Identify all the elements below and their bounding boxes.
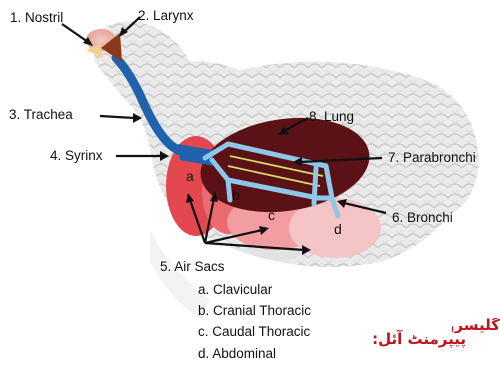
label-nostril: 1. Nostril: [10, 11, 63, 25]
urdu-text-left: پیپرمنٹ آئل:: [378, 332, 466, 347]
sac-letter-a: a: [186, 169, 194, 183]
label-trachea: 3. Trachea: [9, 108, 73, 122]
sac-letter-c: c: [268, 208, 275, 222]
key-clavicular: a. Clavicular: [198, 283, 272, 297]
label-syrinx: 4. Syrinx: [50, 149, 103, 163]
urdu-text-right: گلیسرو: [452, 318, 500, 333]
sac-letter-b: b: [232, 188, 240, 202]
label-parabronchi: 7. Parabronchi: [388, 151, 476, 165]
key-abdominal: d. Abdominal: [198, 347, 276, 361]
label-bronchi: 6. Bronchi: [392, 211, 453, 225]
sac-letter-d: d: [334, 222, 342, 236]
label-lung: 8. Lung: [309, 110, 354, 124]
label-air-sacs: 5. Air Sacs: [160, 260, 225, 274]
key-cranial-thoracic: b. Cranial Thoracic: [198, 304, 311, 318]
key-caudal-thoracic: c. Caudal Thoracic: [198, 325, 310, 339]
label-larynx: 2. Larynx: [138, 9, 194, 23]
